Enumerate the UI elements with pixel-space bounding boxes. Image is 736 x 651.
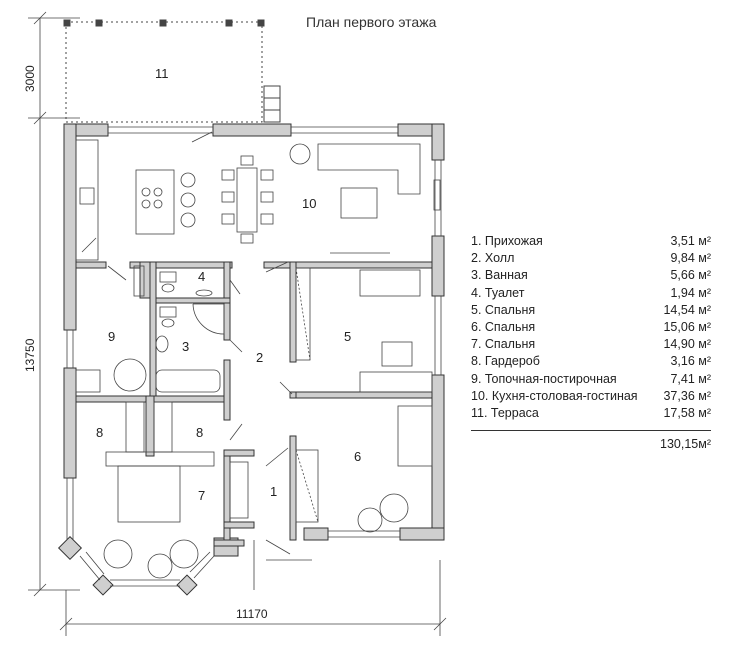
legend-room-area: 1,94 м² <box>670 285 711 300</box>
legend-room-area: 14,90 м² <box>663 337 711 352</box>
legend-room-label: 7. Спальня <box>471 337 536 352</box>
legend-row: 3. Ванная 5,66 м² <box>471 267 711 284</box>
legend-room-label: 10. Кухня-столовая-гостиная <box>471 388 638 403</box>
dim-total-width: 11170 <box>236 607 268 621</box>
legend-room-area: 9,84 м² <box>670 251 711 266</box>
entry-threshold <box>253 540 312 590</box>
door-swings <box>81 131 293 555</box>
legend-room-area: 15,06 м² <box>663 319 711 334</box>
windows <box>66 126 442 587</box>
legend-row: 1. Прихожая 3,51 м² <box>471 233 711 250</box>
legend-room-area: 17,58 м² <box>663 405 711 420</box>
kitchen-furniture <box>75 139 441 261</box>
exterior-walls <box>57 123 445 596</box>
legend-row: 10. Кухня-столовая-гостиная 37,36 м² <box>471 388 711 405</box>
room-label-1: 1 <box>270 484 277 499</box>
legend-room-label: 2. Холл <box>471 251 515 266</box>
room-label-9: 9 <box>108 329 115 344</box>
legend-room-label: 5. Спальня <box>471 302 536 317</box>
legend-room-label: 4. Туалет <box>471 285 525 300</box>
bedroom6-furniture <box>295 405 433 533</box>
dimension-lines <box>28 11 447 636</box>
room-label-5: 5 <box>344 329 351 344</box>
legend-room-label: 3. Ванная <box>471 268 528 283</box>
terrace <box>63 19 281 123</box>
legend-room-label: 11. Терраса <box>471 405 539 420</box>
room-label-3: 3 <box>182 339 189 354</box>
room-label-7: 7 <box>198 488 205 503</box>
legend-room-area: 3,16 м² <box>670 354 711 369</box>
legend-room-label: 8. Гардероб <box>471 354 540 369</box>
legend-row: 2. Холл 9,84 м² <box>471 250 711 267</box>
bedroom7-furniture <box>103 451 249 579</box>
legend-room-area: 7,41 м² <box>670 371 711 386</box>
room-label-8b: 8 <box>196 425 203 440</box>
legend-row: 5. Спальня 14,54 м² <box>471 302 711 319</box>
laundry-fixtures <box>75 358 147 393</box>
legend-row: 4. Туалет 1,94 м² <box>471 285 711 302</box>
legend-divider <box>471 430 711 432</box>
bedroom5-furniture <box>295 267 433 393</box>
room-label-8a: 8 <box>96 425 103 440</box>
legend-room-label: 6. Спальня <box>471 319 536 334</box>
room-label-2: 2 <box>256 350 263 365</box>
interior-walls <box>75 261 433 547</box>
room-label-10: 10 <box>302 196 316 211</box>
legend-row: 8. Гардероб 3,16 м² <box>471 353 711 370</box>
legend-room-area: 37,36 м² <box>663 388 711 403</box>
dim-terrace-depth: 3000 <box>23 65 37 92</box>
legend-row: 7. Спальня 14,90 м² <box>471 336 711 353</box>
legend-room-area: 5,66 м² <box>670 268 711 283</box>
legend-room-area: 3,51 м² <box>670 234 711 248</box>
room-label-11: 11 <box>155 66 169 81</box>
legend-row: 11. Терраса 17,58 м² <box>471 405 711 422</box>
legend-room-label: 1. Прихожая <box>471 234 543 248</box>
legend-total-area: 130,15м² <box>660 437 711 452</box>
legend-row: 6. Спальня 15,06 м² <box>471 319 711 336</box>
bath-fixtures <box>133 265 225 393</box>
plan-title: План первого этажа <box>306 14 437 30</box>
legend-room-area: 14,54 м² <box>663 302 711 317</box>
dim-total-depth: 13750 <box>23 338 37 372</box>
room-label-4: 4 <box>198 269 205 284</box>
legend-row: 9. Топочная-постирочная 7,41 м² <box>471 371 711 388</box>
room-label-6: 6 <box>354 449 361 464</box>
legend-room-label: 9. Топочная-постирочная <box>471 371 617 386</box>
